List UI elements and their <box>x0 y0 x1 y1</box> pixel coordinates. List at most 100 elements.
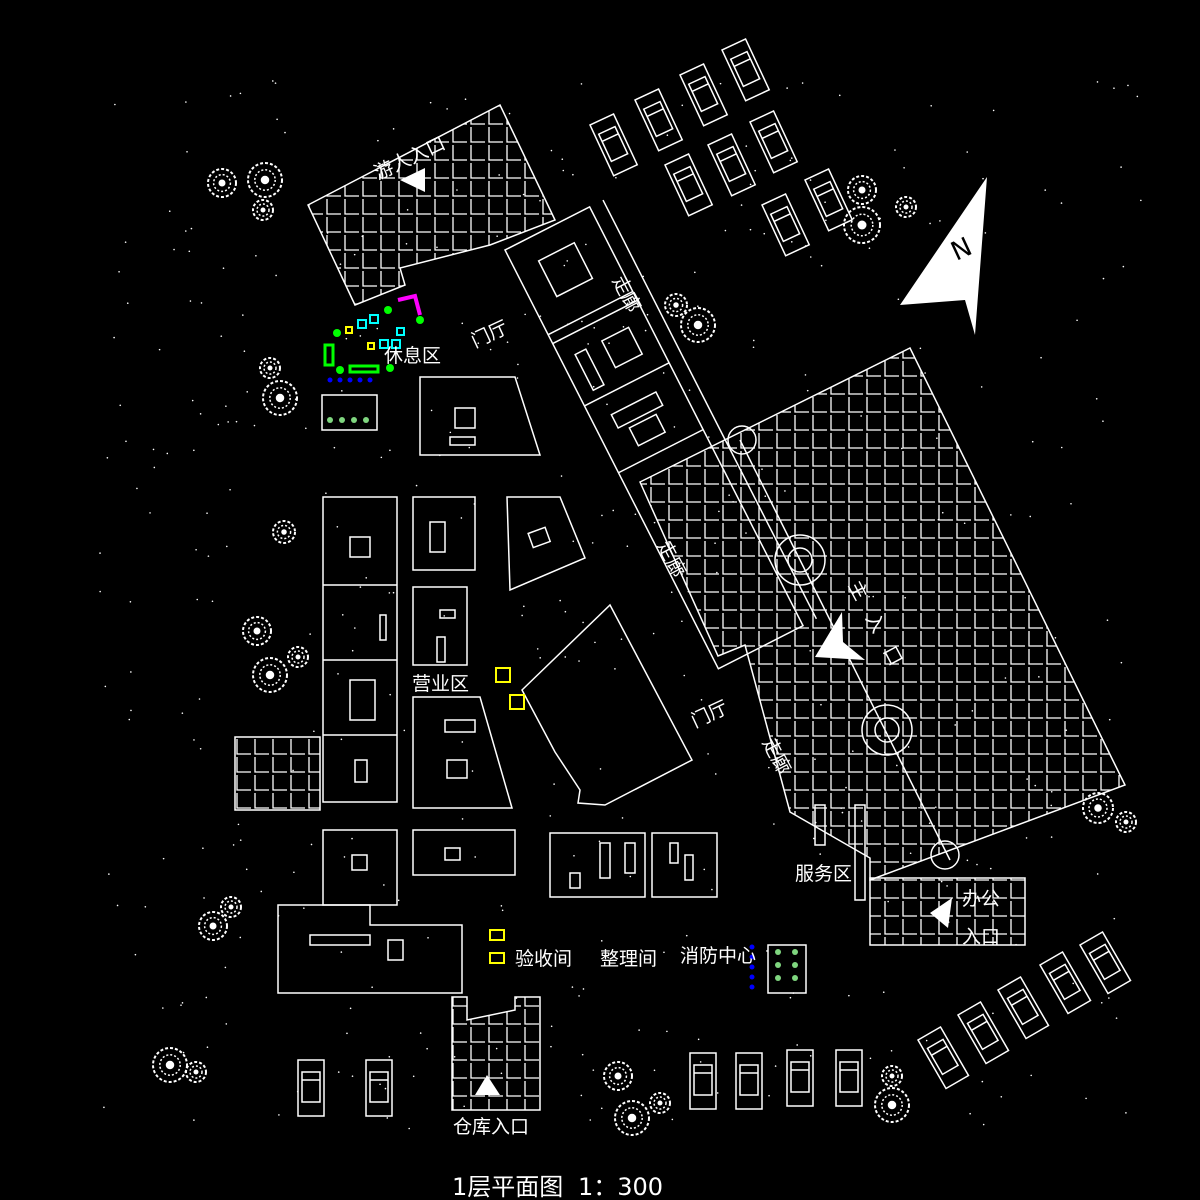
ground-dot <box>468 446 471 449</box>
ground-dot <box>550 1025 553 1028</box>
ground-dot <box>980 386 983 388</box>
ground-dot <box>260 890 263 893</box>
car <box>365 1059 393 1117</box>
ground-dot <box>897 298 900 301</box>
ground-dot <box>697 1038 700 1041</box>
ground-dot <box>1085 1097 1087 1100</box>
ground-dot <box>1000 1095 1003 1098</box>
ground-dot <box>130 671 132 673</box>
ground-dot <box>1025 837 1028 839</box>
ground-dot <box>276 118 278 121</box>
ground-dot <box>162 1007 164 1009</box>
ground-dot <box>516 377 519 379</box>
warehouse-entrance-arrow-icon <box>475 1075 500 1095</box>
ground-dot <box>752 346 755 349</box>
ground-dot <box>376 327 379 330</box>
car <box>707 133 757 197</box>
ground-dot <box>325 492 327 495</box>
ground-dot <box>969 1112 971 1115</box>
ground-dot <box>392 591 395 594</box>
ground-dot <box>809 1055 812 1057</box>
ground-dot <box>193 1119 195 1121</box>
ground-dot <box>629 875 632 878</box>
ground-dot <box>561 158 564 161</box>
ground-dot <box>806 389 809 392</box>
ground-dot <box>524 313 526 316</box>
ground-dot <box>365 577 368 579</box>
ground-dot <box>245 868 248 871</box>
visitor-entrance-arrow-icon <box>400 168 425 192</box>
ground-dot <box>419 1032 422 1034</box>
ground-dot <box>536 648 539 650</box>
tree-icon <box>881 1065 903 1087</box>
ground-dot <box>614 668 616 670</box>
main-entrance-arrow-icon <box>815 612 865 660</box>
ground-dot <box>890 1049 893 1052</box>
side-paving <box>234 736 321 811</box>
ground-dot <box>310 843 313 846</box>
ground-dot <box>152 448 155 451</box>
ground-dot <box>388 1055 391 1058</box>
ground-dot <box>341 390 343 392</box>
tree-icon <box>262 380 298 416</box>
ground-dot <box>313 730 315 733</box>
ground-dot <box>549 815 552 817</box>
car <box>996 975 1050 1040</box>
ground-dot <box>539 315 542 317</box>
ground-dot <box>966 151 969 153</box>
ground-dot <box>108 873 110 875</box>
ground-dot <box>186 150 188 153</box>
ground-dot <box>383 884 385 886</box>
car <box>689 1052 717 1110</box>
ground-dot <box>563 264 566 267</box>
ground-dot <box>819 853 821 855</box>
ground-dot <box>666 134 669 137</box>
ground-dot <box>196 598 199 601</box>
ground-dot <box>193 449 195 452</box>
ground-dot <box>681 620 683 623</box>
ground-dot <box>126 302 129 304</box>
ground-dot <box>697 305 699 307</box>
ground-dot <box>653 521 656 524</box>
car <box>956 1000 1010 1065</box>
ground-dot <box>1054 636 1057 639</box>
ground-dot <box>173 248 175 251</box>
car <box>835 1049 863 1107</box>
ground-dot <box>1113 917 1116 920</box>
ground-dot <box>598 840 601 843</box>
ground-dot <box>774 1065 777 1067</box>
tree-icon <box>895 196 917 218</box>
ground-dot <box>582 621 584 624</box>
ground-dot <box>572 540 575 543</box>
ground-dot <box>446 108 448 110</box>
ground-dot <box>550 1045 552 1048</box>
ground-dot <box>559 959 562 962</box>
ground-dot <box>195 548 197 551</box>
ground-dot <box>924 372 926 374</box>
ground-dot <box>130 709 132 712</box>
office-entrance-arrow-icon <box>930 898 952 928</box>
ground-dot <box>982 1123 985 1126</box>
ground-dot <box>626 545 629 548</box>
ground-dot <box>562 169 565 172</box>
ground-dot <box>929 222 931 225</box>
ground-dot <box>683 674 686 677</box>
label-sorting-room: 整理间 <box>600 948 657 970</box>
ground-dot <box>1095 397 1098 400</box>
ground-dot <box>232 844 235 846</box>
ground-dot <box>128 718 131 721</box>
ground-dot <box>1030 1074 1033 1077</box>
ground-dot <box>539 657 542 659</box>
trees <box>152 162 1137 1136</box>
ground-dot <box>564 610 567 613</box>
ground-dot <box>992 109 995 112</box>
ground-dot <box>184 230 187 232</box>
ground-dot <box>500 905 503 907</box>
ground-dot <box>553 783 555 785</box>
ground-dot <box>506 341 509 343</box>
ground-dot <box>621 817 624 819</box>
visitor-plaza <box>307 103 557 306</box>
ground-dot <box>99 552 101 554</box>
ground-dot <box>305 427 307 430</box>
tree-icon <box>680 307 716 343</box>
